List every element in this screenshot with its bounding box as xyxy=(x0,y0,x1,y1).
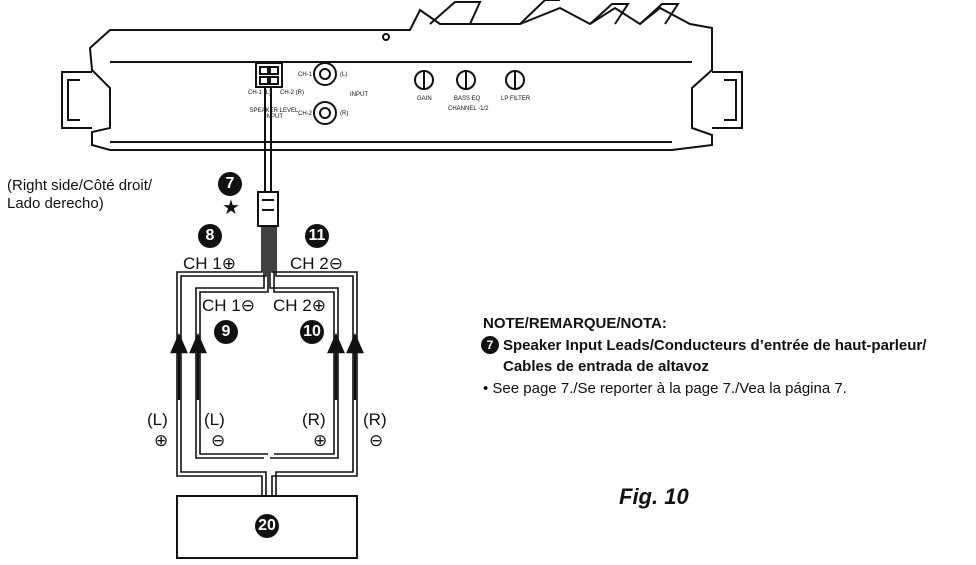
note-heading: NOTE/REMARQUE/NOTA: xyxy=(483,315,667,332)
note-item-number: 7 xyxy=(481,336,499,354)
terminal-r-minus-side: (R) xyxy=(363,410,387,429)
bass-eq-label: BASS EQ xyxy=(454,96,481,102)
note-item-line1: Speaker Input Leads/Conducteurs d’entrée… xyxy=(503,337,927,354)
gain-label: GAIN xyxy=(417,96,432,102)
callout-11: 11 xyxy=(305,224,329,248)
callout-8: 8 xyxy=(198,224,222,248)
callout-9: 9 xyxy=(214,320,238,344)
ch2-r-label: CH-2 (R) xyxy=(280,90,304,96)
note-bullet: • See page 7./Se reporter à la page 7./V… xyxy=(483,380,847,397)
terminal-l-plus-side: (L) xyxy=(147,410,168,429)
callout-7: 7 xyxy=(218,172,242,196)
wire-label-ch1-minus: CH 1⊖ xyxy=(202,296,255,315)
speaker-input-lead xyxy=(257,87,279,227)
rca-r-label: (R) xyxy=(340,111,349,117)
wire-label-ch2-minus: CH 2⊖ xyxy=(290,254,343,273)
rca-ch2-label: CH-2 xyxy=(298,111,313,117)
speaker-level-input-label: SPEAKER LEVEL INPUT xyxy=(249,108,299,120)
figure-label: Fig. 10 xyxy=(619,484,689,509)
wire-harness xyxy=(176,226,358,496)
rca-l-label: (L) xyxy=(340,72,348,78)
wire-label-ch2-plus: CH 2⊕ xyxy=(273,296,326,315)
star-mark: ★ xyxy=(222,197,240,219)
input-arrows xyxy=(170,332,364,400)
terminal-r-plus-polarity: ⊕ xyxy=(313,431,328,450)
rca-ch1-label: CH-1 xyxy=(298,72,313,78)
amplifier xyxy=(61,0,743,151)
terminal-r-minus-polarity: ⊖ xyxy=(369,431,384,450)
callout-10: 10 xyxy=(300,320,324,344)
terminal-l-minus-side: (L) xyxy=(204,410,225,429)
right-side-note: (Right side/Côté droit/ Lado derecho) xyxy=(7,177,153,212)
lp-filter-label: LP FILTER xyxy=(501,96,531,102)
terminal-l-minus-polarity: ⊖ xyxy=(211,431,226,450)
wire-label-ch1-plus: CH 1⊕ xyxy=(183,254,236,273)
input-label: INPUT xyxy=(350,92,368,98)
terminal-l-plus-polarity: ⊕ xyxy=(154,431,169,450)
note-item-line2: Cables de entrada de altavoz xyxy=(503,358,709,375)
terminal-r-plus-side: (R) xyxy=(302,410,326,429)
ch1-l-label: CH-1 (L) xyxy=(248,90,272,96)
channel-label: CHANNEL -1/2 xyxy=(448,106,489,112)
callout-20: 20 xyxy=(255,514,279,538)
